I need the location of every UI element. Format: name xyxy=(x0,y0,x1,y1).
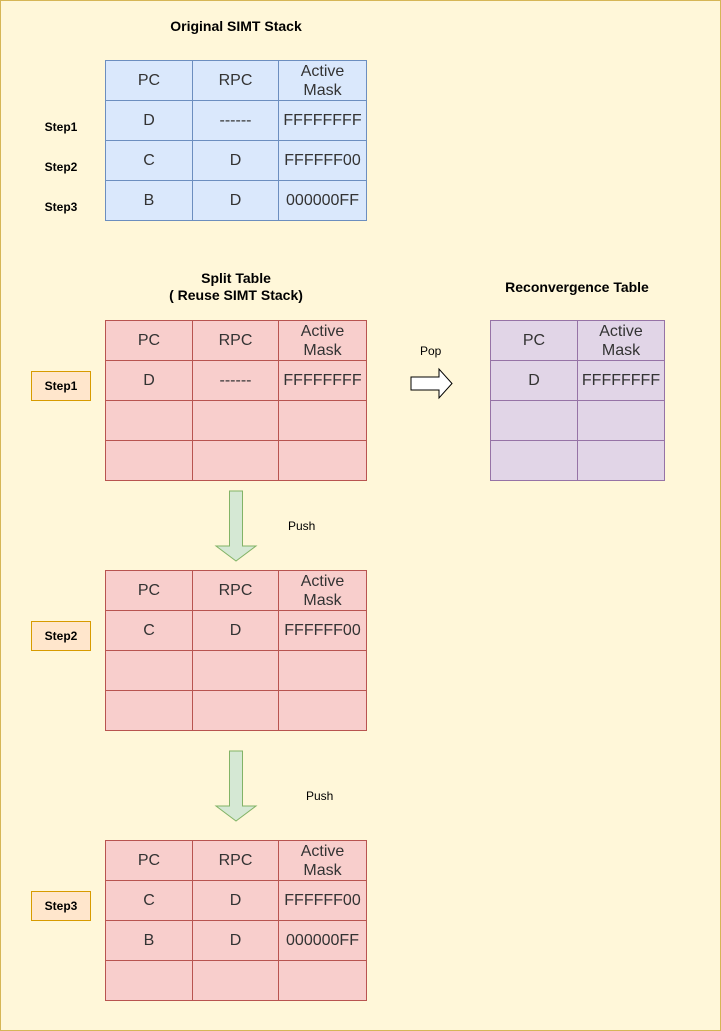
table-header-row: PC RPC Active Mask xyxy=(105,60,367,101)
header-active-mask: Active Mask xyxy=(278,570,367,611)
table-row xyxy=(105,440,367,481)
table-row: B D 000000FF xyxy=(105,920,367,961)
cell-rpc: D xyxy=(192,880,279,921)
split-step2-box: Step2 xyxy=(31,621,91,651)
cell-active-mask: FFFFFF00 xyxy=(278,140,367,181)
cell-pc: C xyxy=(105,140,193,181)
cell-active-mask: FFFFFF00 xyxy=(278,610,367,651)
cell-active-mask: 000000FF xyxy=(278,180,367,221)
cell-pc xyxy=(105,650,193,691)
cell-pc: D xyxy=(105,100,193,141)
header-pc: PC xyxy=(105,570,193,611)
header-rpc: RPC xyxy=(192,320,279,361)
cell-active-mask: FFFFFF00 xyxy=(278,880,367,921)
cell-pc: B xyxy=(105,180,193,221)
split-step1-box: Step1 xyxy=(31,371,91,401)
cell-active-mask: 000000FF xyxy=(278,920,367,961)
cell-rpc xyxy=(192,440,279,481)
table-header-row: PC RPC Active Mask xyxy=(105,570,367,611)
cell-pc: D xyxy=(105,360,193,401)
cell-rpc: D xyxy=(192,920,279,961)
table-row xyxy=(105,960,367,1001)
cell-active-mask: FFFFFFFF xyxy=(577,360,665,401)
table-row xyxy=(490,400,665,441)
header-pc: PC xyxy=(490,320,578,361)
split-step3-box: Step3 xyxy=(31,891,91,921)
header-rpc: RPC xyxy=(192,570,279,611)
header-active-mask: Active Mask xyxy=(278,320,367,361)
table-row xyxy=(105,650,367,691)
cell-rpc: D xyxy=(192,140,279,181)
header-rpc: RPC xyxy=(192,60,279,101)
table-row: D FFFFFFFF xyxy=(490,360,665,401)
split-table-step3: PC RPC Active Mask C D FFFFFF00 B D 0000… xyxy=(105,840,367,1001)
cell-active-mask xyxy=(278,400,367,441)
original-step2-label: Step2 xyxy=(44,160,78,174)
cell-active-mask xyxy=(278,690,367,731)
cell-pc xyxy=(105,690,193,731)
cell-pc: C xyxy=(105,880,193,921)
cell-rpc xyxy=(192,690,279,731)
cell-pc xyxy=(490,400,578,441)
cell-active-mask xyxy=(278,960,367,1001)
cell-active-mask xyxy=(278,650,367,691)
cell-rpc xyxy=(192,650,279,691)
split-table-title: Split Table ( Reuse SIMT Stack) xyxy=(169,270,303,303)
table-row: C D FFFFFF00 xyxy=(105,880,367,921)
header-active-mask: Active Mask xyxy=(577,320,665,361)
cell-pc xyxy=(490,440,578,481)
original-step1-label: Step1 xyxy=(44,120,78,134)
cell-rpc: D xyxy=(192,180,279,221)
cell-pc xyxy=(105,440,193,481)
reconvergence-table: PC Active Mask D FFFFFFFF xyxy=(490,320,665,481)
push-label-2: Push xyxy=(306,789,334,803)
split-table-step1: PC RPC Active Mask D ------ FFFFFFFF xyxy=(105,320,367,481)
table-row xyxy=(490,440,665,481)
table-row xyxy=(105,400,367,441)
table-row xyxy=(105,690,367,731)
table-row: D ------ FFFFFFFF xyxy=(105,100,367,141)
push-label-1: Push xyxy=(288,519,316,533)
table-header-row: PC Active Mask xyxy=(490,320,665,361)
header-pc: PC xyxy=(105,60,193,101)
cell-active-mask xyxy=(577,400,665,441)
header-pc: PC xyxy=(105,320,193,361)
cell-active-mask: FFFFFFFF xyxy=(278,360,367,401)
cell-active-mask: FFFFFFFF xyxy=(278,100,367,141)
reconvergence-table-title: Reconvergence Table xyxy=(505,279,649,295)
cell-active-mask xyxy=(278,440,367,481)
split-table-step2: PC RPC Active Mask C D FFFFFF00 xyxy=(105,570,367,731)
table-row: B D 000000FF xyxy=(105,180,367,221)
header-active-mask: Active Mask xyxy=(278,840,367,881)
table-row: D ------ FFFFFFFF xyxy=(105,360,367,401)
table-header-row: PC RPC Active Mask xyxy=(105,320,367,361)
cell-active-mask xyxy=(577,440,665,481)
original-step3-label: Step3 xyxy=(44,200,78,214)
cell-rpc: D xyxy=(192,610,279,651)
cell-rpc xyxy=(192,400,279,441)
table-header-row: PC RPC Active Mask xyxy=(105,840,367,881)
header-pc: PC xyxy=(105,840,193,881)
original-simt-stack-table: PC RPC Active Mask D ------ FFFFFFFF C D… xyxy=(105,60,367,221)
cell-rpc: ------ xyxy=(192,360,279,401)
push-arrow-2-icon xyxy=(214,750,258,822)
cell-pc: B xyxy=(105,920,193,961)
table-row: C D FFFFFF00 xyxy=(105,610,367,651)
pop-arrow-icon xyxy=(410,367,453,400)
header-active-mask: Active Mask xyxy=(278,60,367,101)
cell-rpc: ------ xyxy=(192,100,279,141)
header-rpc: RPC xyxy=(192,840,279,881)
push-arrow-1-icon xyxy=(214,490,258,562)
cell-rpc xyxy=(192,960,279,1001)
cell-pc xyxy=(105,960,193,1001)
cell-pc: C xyxy=(105,610,193,651)
original-stack-title: Original SIMT Stack xyxy=(170,18,302,34)
pop-label: Pop xyxy=(420,344,442,358)
table-row: C D FFFFFF00 xyxy=(105,140,367,181)
cell-pc: D xyxy=(490,360,578,401)
cell-pc xyxy=(105,400,193,441)
